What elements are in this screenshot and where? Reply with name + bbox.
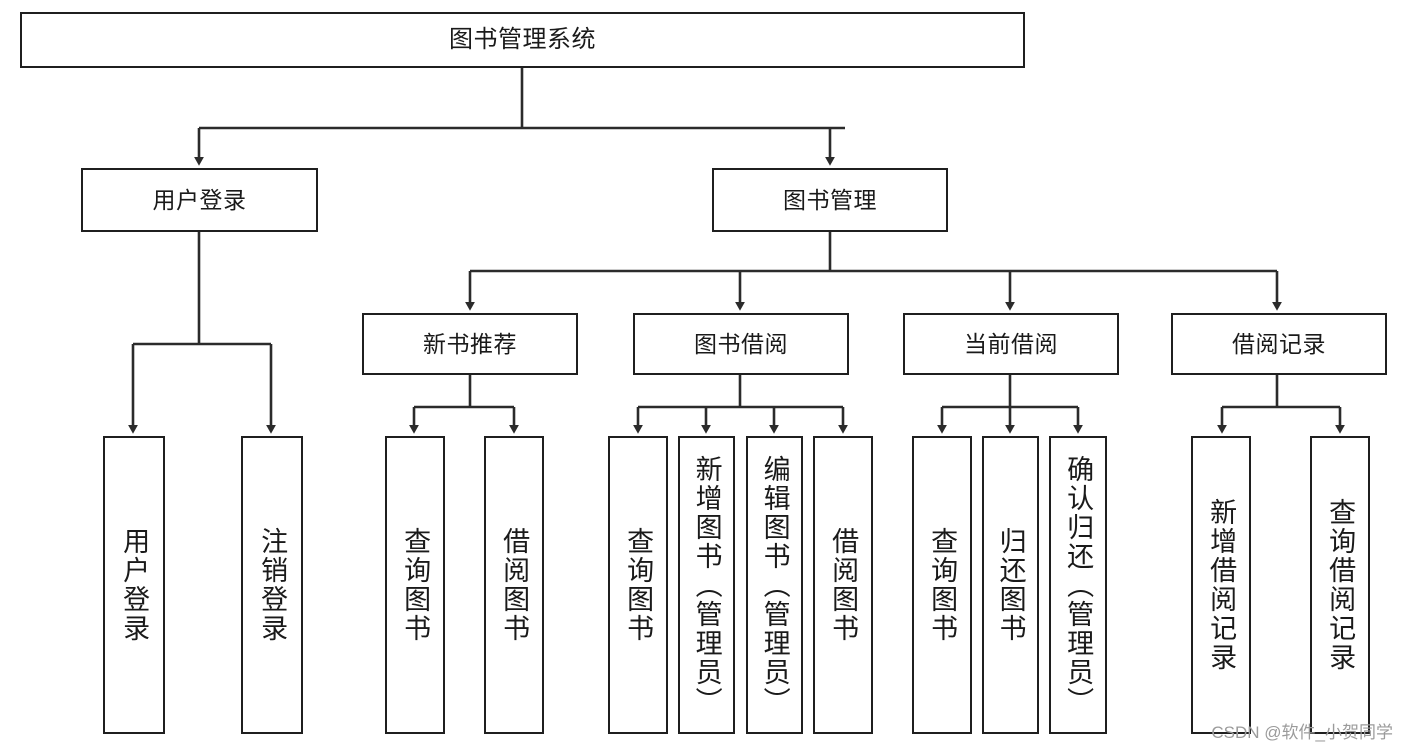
node-leaf-query-book-3[interactable]: 查询图书 <box>912 436 972 734</box>
node-leaf-query-book-1-label: 查询图书 <box>400 527 431 643</box>
node-current-borrow-label: 当前借阅 <box>964 330 1058 357</box>
node-new-book-recommend[interactable]: 新书推荐 <box>362 313 578 375</box>
node-leaf-user-login-label: 用户登录 <box>119 527 150 643</box>
node-leaf-user-login[interactable]: 用户登录 <box>103 436 165 734</box>
node-book-borrow[interactable]: 图书借阅 <box>633 313 849 375</box>
node-login[interactable]: 用户登录 <box>81 168 318 232</box>
node-borrow-records-label: 借阅记录 <box>1232 330 1326 357</box>
node-book-management-label: 图书管理 <box>783 186 877 213</box>
node-leaf-borrow-book-1[interactable]: 借阅图书 <box>484 436 544 734</box>
node-leaf-confirm-return-admin[interactable]: 确认归还（管理员） <box>1049 436 1107 734</box>
csdn-watermark: CSDN @软件_小贺同学 <box>1211 723 1393 742</box>
node-root[interactable]: 图书管理系统 <box>20 12 1025 68</box>
node-leaf-add-book-admin[interactable]: 新增图书（管理员） <box>678 436 735 734</box>
node-leaf-borrow-book-2[interactable]: 借阅图书 <box>813 436 873 734</box>
node-leaf-add-borrow-record-label: 新增借阅记录 <box>1206 498 1237 672</box>
node-leaf-add-book-admin-label: 新增图书（管理员） <box>691 454 722 716</box>
node-leaf-query-book-3-label: 查询图书 <box>927 527 958 643</box>
node-leaf-confirm-return-admin-label: 确认归还（管理员） <box>1063 454 1094 716</box>
node-book-management[interactable]: 图书管理 <box>712 168 948 232</box>
node-leaf-query-book-2[interactable]: 查询图书 <box>608 436 668 734</box>
node-leaf-query-book-1[interactable]: 查询图书 <box>385 436 445 734</box>
node-leaf-logout-label: 注销登录 <box>257 527 288 643</box>
node-current-borrow[interactable]: 当前借阅 <box>903 313 1119 375</box>
node-leaf-return-book-label: 归还图书 <box>995 527 1026 643</box>
node-leaf-borrow-book-2-label: 借阅图书 <box>828 527 859 643</box>
node-borrow-records[interactable]: 借阅记录 <box>1171 313 1387 375</box>
node-leaf-logout[interactable]: 注销登录 <box>241 436 303 734</box>
node-leaf-query-borrow-record[interactable]: 查询借阅记录 <box>1310 436 1370 734</box>
node-book-borrow-label: 图书借阅 <box>694 330 788 357</box>
node-leaf-borrow-book-1-label: 借阅图书 <box>499 527 530 643</box>
node-leaf-edit-book-admin[interactable]: 编辑图书（管理员） <box>746 436 803 734</box>
node-leaf-return-book[interactable]: 归还图书 <box>982 436 1039 734</box>
node-leaf-add-borrow-record[interactable]: 新增借阅记录 <box>1191 436 1251 734</box>
node-login-label: 用户登录 <box>152 186 247 213</box>
node-leaf-edit-book-admin-label: 编辑图书（管理员） <box>759 454 790 716</box>
node-leaf-query-book-2-label: 查询图书 <box>623 527 654 643</box>
node-leaf-query-borrow-record-label: 查询借阅记录 <box>1325 498 1356 672</box>
node-new-book-recommend-label: 新书推荐 <box>423 330 517 357</box>
node-root-label: 图书管理系统 <box>449 26 596 54</box>
